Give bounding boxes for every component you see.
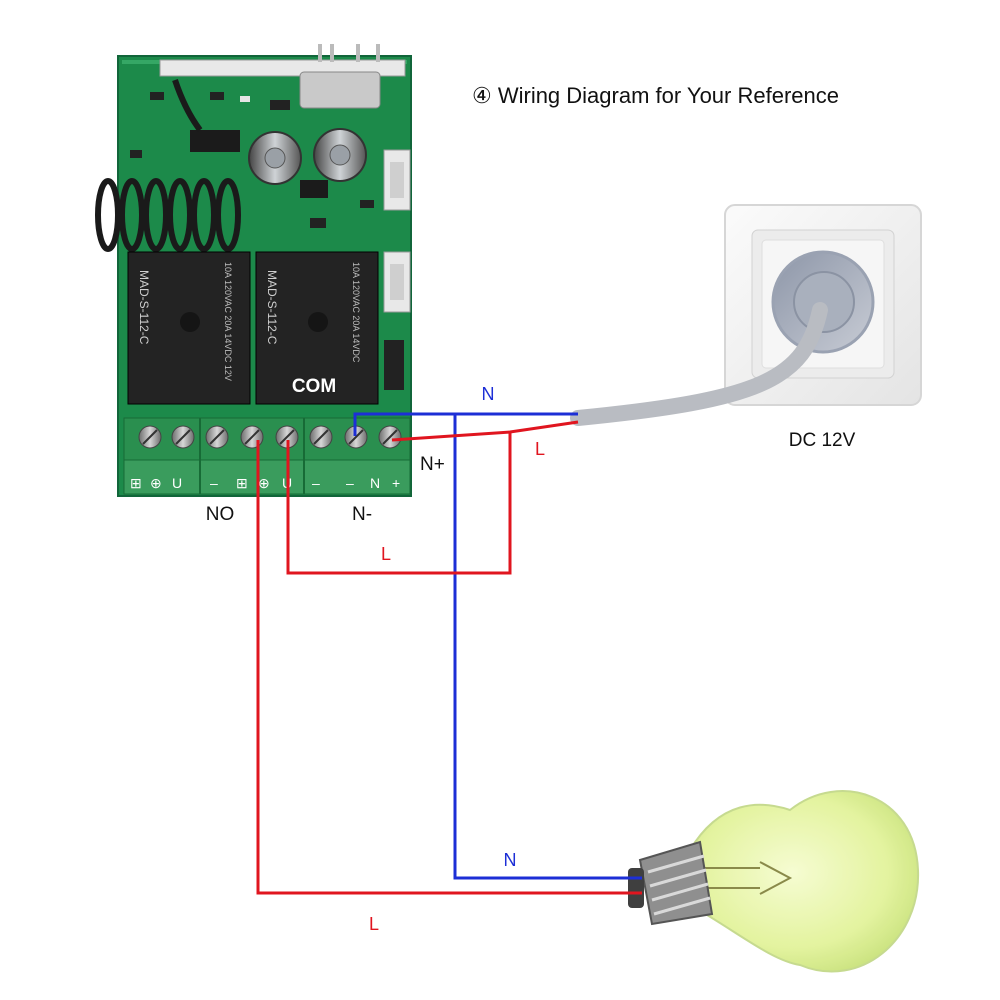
terminal-mark: + — [392, 475, 400, 491]
header-pins — [318, 44, 380, 62]
no-terminal-label: NO — [206, 504, 235, 525]
relay-2: MAD-S-112-C 10A 120VAC 20A 14VDC — [255, 251, 379, 405]
terminal-mark: U — [172, 475, 182, 491]
n-minus-label: N- — [352, 504, 372, 525]
neutral-wires — [353, 412, 642, 880]
capacitor-2 — [313, 128, 367, 182]
neutral-wire-supply — [353, 412, 578, 436]
labels: ④ Wiring Diagram for Your Reference NO N… — [206, 83, 856, 934]
n-plus-label: N+ — [420, 454, 445, 475]
terminal-mark: ‒ — [346, 475, 354, 491]
dc-voltage-label: DC 12V — [789, 430, 856, 451]
live-label-top: L — [535, 439, 545, 459]
neutral-label-bottom: N — [504, 850, 517, 870]
com-label: COM — [292, 376, 336, 397]
live-wire-supply — [391, 420, 579, 442]
bulb-glass — [689, 790, 920, 973]
live-label-bottom: L — [369, 914, 379, 934]
relay-2-rating: 10A 120VAC 20A 14VDC — [351, 262, 361, 363]
live-wires — [256, 420, 642, 895]
terminal-mark: ‒ — [210, 475, 218, 491]
diagram-title: ④ Wiring Diagram for Your Reference — [472, 83, 839, 108]
terminal-block: ⊞ ⊕ U ‒ ⊞ ⊕ U ‒ ‒ N + — [123, 417, 411, 495]
bulb-filament — [700, 861, 793, 895]
terminal-mark: ⊕ — [258, 475, 270, 491]
relay-1-model: MAD-S-112-C — [137, 270, 151, 345]
live-label-middle: L — [381, 544, 391, 564]
receiver-board: MAD-S-112-C 10A 120VAC 20A 14VDC 12V MAD… — [95, 44, 412, 497]
smd-components — [130, 92, 374, 228]
tact-button-2 — [383, 251, 411, 313]
live-wire-to-bulb — [256, 440, 642, 895]
relay-2-model: MAD-S-112-C — [265, 270, 279, 345]
terminal-mark: ⊞ — [130, 475, 142, 491]
capacitor-1 — [248, 131, 302, 185]
screw-slots — [142, 429, 398, 445]
diode — [384, 340, 404, 390]
bulb-base — [628, 840, 714, 926]
neutral-label-top: N — [482, 384, 495, 404]
relay-1: MAD-S-112-C 10A 120VAC 20A 14VDC 12V — [127, 251, 251, 405]
terminal-dividers — [199, 418, 305, 494]
tact-button-1 — [383, 149, 411, 211]
terminal-mark: ⊞ — [236, 475, 248, 491]
terminal-mark: ‒ — [312, 475, 320, 491]
terminal-mark: N — [370, 475, 380, 491]
neutral-wire-to-bulb — [453, 414, 642, 880]
terminal-mark: ⊕ — [150, 475, 162, 491]
live-wire-to-com — [286, 432, 512, 575]
antenna-coil — [95, 79, 241, 252]
power-cable — [570, 302, 828, 426]
plug-head — [793, 271, 855, 333]
crystal-oscillator — [299, 71, 381, 109]
light-bulb — [628, 790, 920, 973]
relay-1-rating: 10A 120VAC 20A 14VDC 12V — [223, 262, 233, 381]
